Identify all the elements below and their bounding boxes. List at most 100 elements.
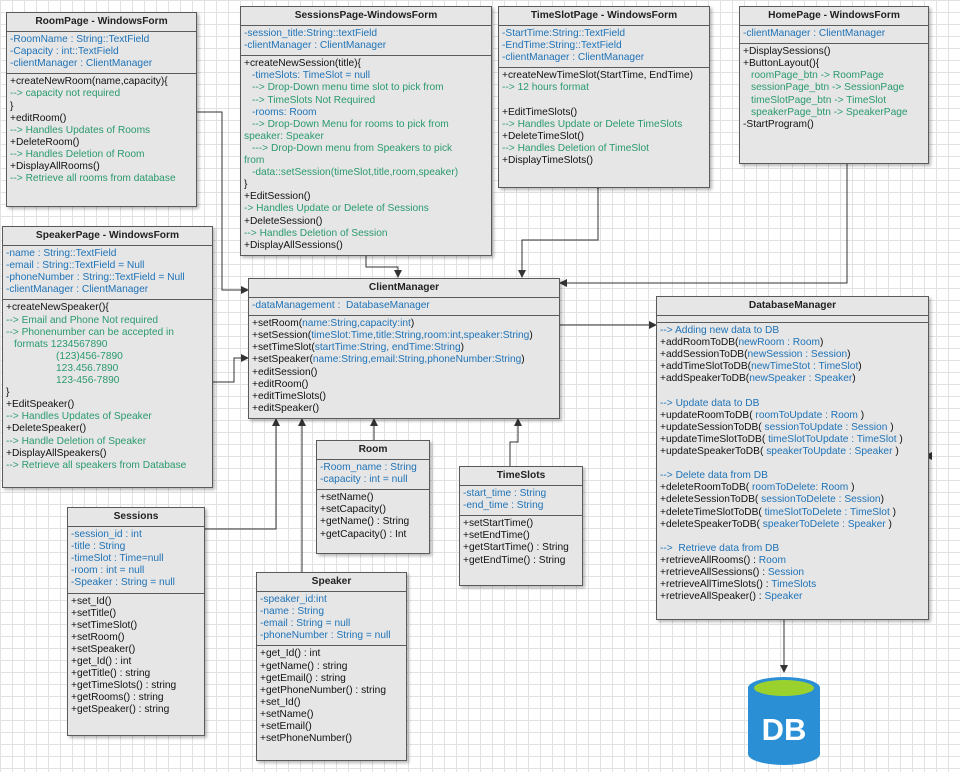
timeSlots-method: +setStartTime(): [463, 518, 534, 530]
databaseManager-method-part: +deleteRoomToDB(: [660, 482, 753, 494]
timeslotpage-title: TimeSlotPage - WindowsForm: [499, 7, 709, 27]
roomPage-method: +DisplayAllRooms(): [10, 161, 100, 173]
sessions-method: +getTitle() : string: [71, 668, 151, 680]
speaker-attribute: -email : String = null: [260, 618, 351, 630]
speakerPage-method: formats 1234567890: [14, 338, 108, 350]
speaker-method: +set_Id(): [260, 696, 301, 708]
speakerPage-method: --> Phonenumber can be accepted in: [6, 326, 174, 338]
databaseManager-method-part: --> Retrieve data from DB: [660, 542, 780, 554]
databaseManager-method-part: timeSlotToUpdate : TimeSlot: [768, 433, 897, 445]
speaker-attribute: -speaker_id:int: [260, 594, 327, 606]
room-method: +getName() : String: [320, 516, 410, 528]
timeSlotPage-method: +DeleteTimeSlot(): [502, 130, 584, 142]
sessionsPage-method: +EditSession(): [244, 191, 311, 203]
timeSlotPage-method: +EditTimeSlots(): [502, 106, 578, 118]
databaseManager-method-part: ): [847, 349, 851, 361]
databaseManager-method: [660, 531, 925, 543]
sessionspage-title: SessionsPage-WindowsForm: [241, 7, 491, 27]
sessionsPage-method: -data::setSession(timeSlot,title,room,sp…: [252, 167, 459, 179]
databaseManager-method: +deleteTimeSlotToDB( timeSlotToDelete : …: [660, 507, 925, 519]
clientmanager-class: ClientManager -dataManagement : Database…: [248, 278, 560, 419]
roomPage-method: --> Retrieve all rooms from database: [10, 173, 176, 185]
clientManager-method-part: ): [410, 318, 415, 330]
databaseManager-method: +deleteSessionToDB( sessionToDelete : Se…: [660, 494, 925, 506]
sessions-method: +getSpeaker() : string: [71, 704, 170, 716]
databaseManager-method-part: +deleteSpeakerToDB(: [660, 518, 763, 530]
clientManager-method: +setTimeSlot(startTime:String, endTime:S…: [252, 342, 556, 354]
timeslotpage-class: TimeSlotPage - WindowsForm -StartTime:St…: [498, 6, 710, 188]
databaseManager-method: +deleteRoomToDB( roomToDelete: Room ): [660, 482, 925, 494]
clientManager-method-part: name:String,capacity:int: [302, 318, 411, 330]
speakerPage-method: --> Handle Deletion of Speaker: [6, 435, 147, 447]
databaseManager-method-part: Room: [758, 554, 786, 566]
databaseManager-method-part: +updateTimeSlotToDB(: [660, 433, 769, 445]
speaker-method: +setPhoneNumber(): [260, 733, 353, 745]
homePage-method: timeSlotPage_btn -> TimeSlot: [751, 94, 887, 106]
speaker-method: +getPhoneNumber() : string: [260, 684, 386, 696]
timeslotpage-attributes: -StartTime:String::TextField-EndTime:Str…: [499, 26, 709, 69]
homePage-method: sessionPage_btn -> SessionPage: [751, 82, 905, 94]
clientManager-method-part: startTime:String, endTime:String: [314, 342, 461, 354]
sessions-method: +set_Id(): [71, 595, 112, 607]
databaseManager-method-part: +deleteTimeSlotToDB(: [660, 506, 765, 518]
sessions-method: +getRooms() : string: [71, 692, 164, 704]
clientManager-method: +editSession(): [252, 367, 556, 379]
databaseManager-method: +retrieveAllRooms() : Room: [660, 555, 925, 567]
databaseManager-method-part: newTimeStot : TimeSlot: [751, 361, 859, 373]
clientManager-method-part: name:String,email:String,phoneNumber:Str…: [312, 354, 522, 366]
timeSlotPage-method: [502, 95, 706, 107]
speakerPage-attribute: -email : String::TextField = Null: [6, 260, 145, 272]
clientManager-method-part: ): [521, 354, 525, 366]
databaseManager-method: +retrieveAllTimeSlots() : TimeSlots: [660, 579, 925, 591]
homePage-attribute: -clientManager : ClientManager: [743, 28, 886, 40]
databaseManager-method: +updateSpeakerToDB( speakerToUpdate : Sp…: [660, 446, 925, 458]
sessionsPage-method: +DeleteSession(): [244, 215, 323, 227]
databaseManager-method-part: [660, 458, 663, 469]
room-title: Room: [317, 441, 429, 461]
clientManager-method-part: +editTimeSlots(): [252, 390, 327, 402]
room-methods: +setName()+setCapacity()+getName() : Str…: [317, 490, 429, 543]
speakerpage-class: SpeakerPage - WindowsForm -name : String…: [2, 226, 213, 488]
timeSlots-attribute: -end_time : String: [463, 500, 544, 512]
clientmanager-methods: +setRoom(name:String,capacity:int)+setSe…: [249, 316, 559, 418]
sessionsPage-method: from: [244, 155, 265, 167]
sessionsPage-method: speaker: Speaker: [244, 130, 324, 142]
timeSlotPage-method: +createNewTimeSlot(StartTime, EndTime): [502, 70, 694, 82]
sessionsPage-method: --> Drop-Down menu time slot to pick fro…: [252, 82, 444, 94]
roomPage-method: --> Handles Updates of Rooms: [10, 124, 151, 136]
databaseManager-method-part: +retrieveAllSessions() :: [660, 566, 768, 578]
databasemanager-class: DatabaseManager --> Adding new data to D…: [656, 296, 929, 620]
databaseManager-method-part: speakerToDelete : Speaker: [762, 518, 886, 530]
timeSlotPage-attribute: -EndTime:String::TextField: [502, 40, 622, 52]
room-attribute: -capacity : int = null: [320, 474, 408, 486]
databaseManager-method-part: Session: [767, 566, 805, 578]
speaker-methods: +get_Id() : int+getName() : string+getEm…: [257, 646, 406, 748]
sessionsPage-method: -timeSlots: TimeSlot = null: [252, 70, 371, 82]
homePage-method: +ButtonLayout(){: [743, 58, 820, 70]
databaseManager-method-part: +retrieveAllRooms() :: [660, 554, 759, 566]
databaseManager-method-part: +retrieveAllSpeaker() :: [660, 591, 765, 603]
timeSlotPage-attribute: -StartTime:String::TextField: [502, 28, 626, 40]
speakerPage-method: 123.456.7890: [56, 362, 119, 374]
speakerPage-method: (123)456-7890: [56, 350, 123, 362]
databaseManager-method-part: --> Update data to DB: [660, 397, 760, 409]
connector-speakerpage-clientmanager: [206, 354, 249, 386]
databaseManager-method-part: sessionToUpdate : Session: [764, 421, 888, 433]
roomPage-method: }: [10, 100, 14, 112]
homePage-method: roomPage_btn -> RoomPage: [751, 70, 884, 82]
homepage-attributes: -clientManager : ClientManager: [740, 26, 928, 45]
databaseManager-method-part: TimeSlots: [771, 579, 817, 591]
sessions-methods: +set_Id()+setTitle()+setTimeSlot()+setRo…: [68, 594, 204, 720]
databaseManager-method-part: newSpeaker : Speaker: [749, 373, 853, 385]
database-icon: DB: [748, 677, 820, 765]
databaseManager-method-part: +updateSpeakerToDB(: [660, 446, 767, 458]
speaker-class: Speaker -speaker_id:int-name : String-em…: [256, 572, 407, 761]
sessions-class: Sessions -session_id : int-title : Strin…: [67, 507, 205, 736]
databaseManager-method-part: ): [880, 494, 884, 506]
speaker-method: +get_Id() : int: [260, 648, 321, 660]
databaseManager-method: --> Update data to DB: [660, 398, 925, 410]
connector-sessionspage-clientmanager: [362, 249, 402, 278]
speaker-method: +getEmail() : string: [260, 672, 346, 684]
room-method: +setCapacity(): [320, 504, 386, 516]
timeSlots-attribute: -start_time : String: [463, 488, 547, 500]
